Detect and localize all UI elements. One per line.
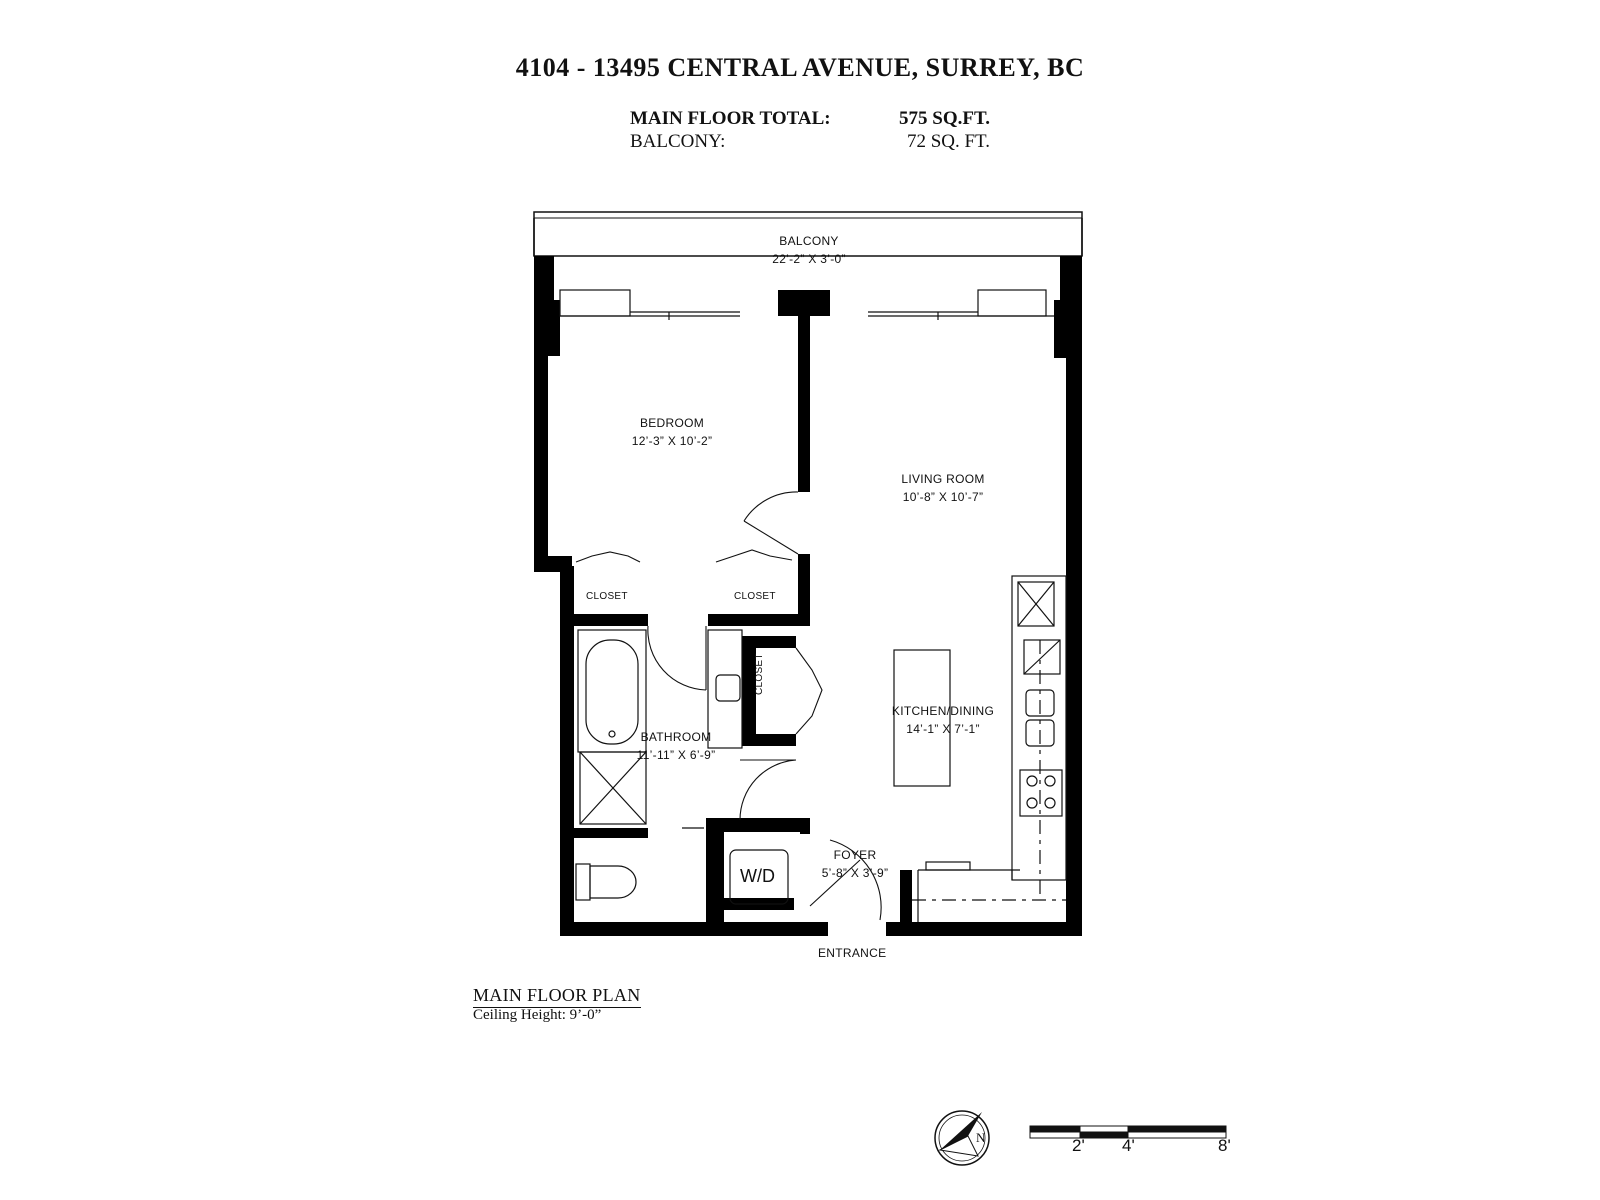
closet-label-bedroom-right: CLOSET	[734, 591, 776, 602]
balcony-outline	[533, 211, 1083, 257]
foyer-room-label: FOYER 5’-8” X 3’-9”	[822, 846, 889, 882]
foyer-dims: 5’-8” X 3’-9”	[821, 866, 889, 880]
foyer-name: FOYER	[833, 848, 877, 862]
walls	[534, 256, 1082, 936]
north-compass-icon	[934, 1110, 990, 1166]
balcony-name: BALCONY	[779, 234, 839, 248]
compass-north-letter: N	[976, 1130, 986, 1145]
ceiling-height: Ceiling Height: 9’-0”	[473, 1007, 602, 1023]
balcony-area-row: BALCONY: 72 SQ. FT.	[630, 131, 990, 153]
living-dims: 10’-8” X 10’-7”	[902, 490, 984, 504]
main-floor-value: 575 SQ.FT.	[899, 108, 990, 129]
closet-label-bedroom-left: CLOSET	[586, 591, 628, 602]
bedroom-room-label: BEDROOM 12’-3” X 10’-2”	[632, 414, 713, 450]
scale-label-2: 2'	[1072, 1136, 1085, 1155]
scale-label-8: 8'	[1218, 1136, 1231, 1155]
kitchen-room-label: KITCHEN/DINING 14’-1” X 7’-1”	[892, 702, 994, 738]
plan-address-title: 4104 - 13495 CENTRAL AVENUE, SURREY, BC	[515, 53, 1085, 82]
bathroom-room-label: BATHROOM 11’-11” X 6’-9”	[637, 728, 716, 764]
bedroom-dims: 12’-3” X 10’-2”	[631, 434, 713, 448]
kitchen-name: KITCHEN/DINING	[891, 704, 995, 718]
kitchen-dims: 14’-1” X 7’-1”	[906, 722, 980, 736]
plan-title: MAIN FLOOR PLAN	[473, 985, 641, 1008]
bathroom-fixtures	[575, 629, 789, 905]
balcony-dims: 22’-2” X 3’-0”	[772, 252, 846, 266]
sliding-doors	[559, 289, 1054, 320]
bathroom-dims: 11’-11” X 6’-9”	[636, 748, 716, 762]
balcony-area-value: 72 SQ. FT.	[906, 131, 990, 152]
balcony-area-label: BALCONY:	[630, 131, 726, 152]
scale-label-4: 4'	[1122, 1136, 1135, 1155]
closet-label-hall: CLOSET	[754, 653, 765, 695]
main-floor-area-row: MAIN FLOOR TOTAL: 575 SQ.FT.	[630, 108, 990, 130]
entrance-label: ENTRANCE	[818, 946, 887, 960]
bedroom-name: BEDROOM	[639, 416, 705, 430]
scale-bar-icon	[1029, 1125, 1227, 1139]
door-swings	[575, 491, 882, 921]
washer-dryer-label: W/D	[740, 866, 775, 886]
main-floor-label: MAIN FLOOR TOTAL:	[630, 108, 831, 129]
living-room-label: LIVING ROOM 10’-8” X 10’-7”	[901, 470, 984, 506]
bathroom-name: BATHROOM	[640, 730, 712, 744]
balcony-room-label: BALCONY 22’-2” X 3’-0”	[772, 232, 846, 268]
kitchen-fixtures	[893, 575, 1067, 922]
living-name: LIVING ROOM	[901, 472, 985, 486]
